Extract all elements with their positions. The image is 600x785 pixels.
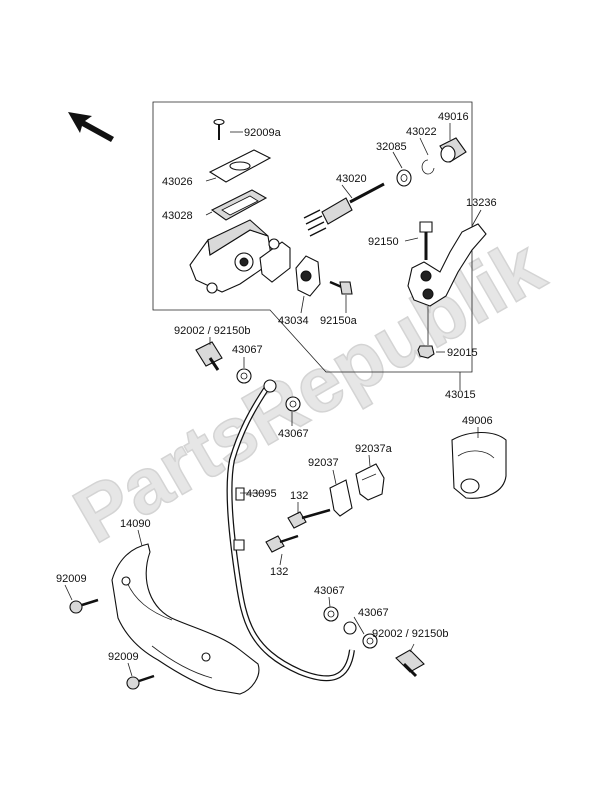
label-132-a: 132 <box>290 490 308 502</box>
label-13236: 13236 <box>466 197 497 209</box>
label-43028: 43028 <box>162 210 193 222</box>
label-43034: 43034 <box>278 315 309 327</box>
bolt-132-b <box>265 534 299 553</box>
banjo-bolt-top <box>195 341 223 371</box>
label-32085: 32085 <box>376 141 407 153</box>
label-43067-d: 43067 <box>358 607 389 619</box>
label-132-b: 132 <box>270 566 288 578</box>
clamp-92037a <box>355 463 385 501</box>
leader-lines <box>64 123 482 677</box>
label-92002-92150b-bottom: 92002 / 92150b <box>372 628 448 640</box>
banjo-bolt-bottom <box>395 649 425 678</box>
label-92015: 92015 <box>447 347 478 359</box>
lever-13236 <box>407 223 487 307</box>
label-92002-92150b-top: 92002 / 92150b <box>174 325 250 337</box>
washer-43067-d <box>362 633 378 649</box>
bolt-132-a <box>287 508 331 529</box>
brake-hose-43095 <box>226 379 357 682</box>
diaphragm-43028 <box>210 189 268 221</box>
label-92150a: 92150a <box>320 315 358 327</box>
label-92037: 92037 <box>308 457 339 469</box>
clamp-92037 <box>329 479 353 517</box>
label-14090: 14090 <box>120 518 151 530</box>
label-43067-b: 43067 <box>278 428 309 440</box>
screw-92009a <box>213 118 225 140</box>
label-49016: 49016 <box>438 111 469 123</box>
nut-92015 <box>417 345 435 359</box>
circlip-43022 <box>421 159 435 175</box>
bolt-92009-a <box>69 598 99 614</box>
piston-spring-43020 <box>303 182 385 237</box>
label-43026: 43026 <box>162 176 193 188</box>
label-43067-a: 43067 <box>232 344 263 356</box>
cover-14090 <box>111 543 260 695</box>
reservoir-cap-43026 <box>208 149 272 183</box>
label-92009-a: 92009 <box>56 573 87 585</box>
label-92009-b: 92009 <box>108 651 139 663</box>
label-43067-c: 43067 <box>314 585 345 597</box>
bolt-92150a <box>329 280 353 295</box>
label-92037a: 92037a <box>355 443 393 455</box>
bolt-92009-b <box>126 674 155 690</box>
label-43095: 43095 <box>246 488 277 500</box>
label-92009a: 92009a <box>244 127 282 139</box>
holder-43034 <box>295 255 321 297</box>
label-43020: 43020 <box>336 173 367 185</box>
label-43022: 43022 <box>406 126 437 138</box>
master-cylinder-body <box>189 219 291 294</box>
label-49006: 49006 <box>462 415 493 427</box>
washer-32085 <box>396 169 412 187</box>
assembly-outline <box>152 101 473 373</box>
part-labels: 92009a 49016 43022 32085 43026 43020 132… <box>56 111 497 663</box>
washer-43067-b <box>285 396 301 412</box>
washer-43067-c <box>323 606 339 622</box>
guard-49006 <box>451 431 507 499</box>
front-direction-arrow-icon <box>68 112 114 142</box>
washer-43067-a <box>236 368 252 384</box>
label-92150: 92150 <box>368 236 399 248</box>
bolt-92150 <box>419 221 433 260</box>
boot-49016 <box>439 137 467 163</box>
label-43015: 43015 <box>445 389 476 401</box>
